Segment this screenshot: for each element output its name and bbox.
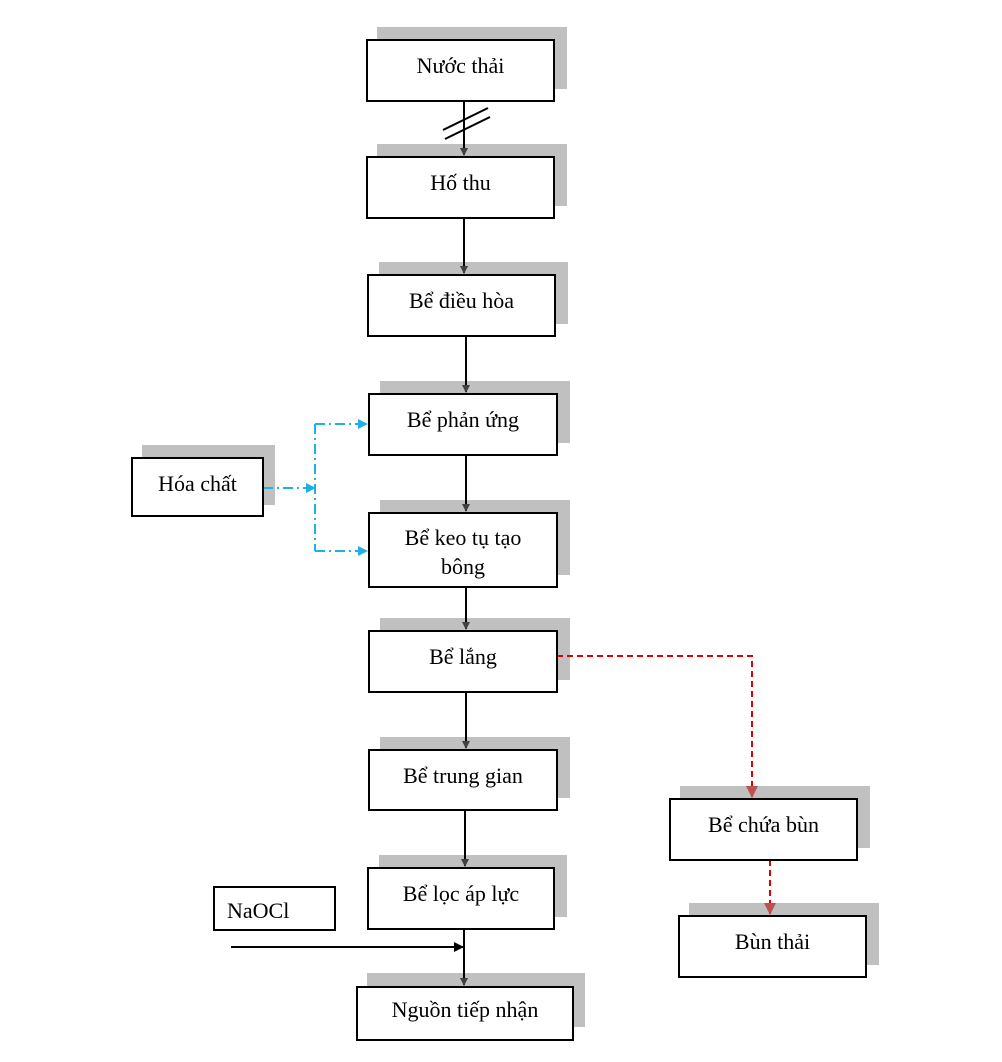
node-nguon-tiep-nhan: Nguồn tiếp nhận	[356, 986, 574, 1041]
node-naocl-label: NaOCl	[227, 898, 290, 923]
node-naocl: NaOCl	[213, 886, 336, 931]
break-mark-1	[442, 107, 489, 131]
node-nuoc-thai-label: Nước thải	[416, 53, 505, 78]
node-be-dieu-hoa: Bể điều hòa	[367, 274, 556, 337]
node-be-trung-gian: Bể trung gian	[368, 749, 558, 811]
node-be-keo-tu-tao-bong: Bể keo tụ tạo bông	[368, 512, 558, 588]
node-nuoc-thai: Nước thải	[366, 39, 555, 102]
node-be-loc-ap-luc-label: Bể lọc áp lực	[402, 881, 520, 906]
node-ho-thu-label: Hố thu	[430, 170, 491, 195]
break-mark-2	[444, 116, 491, 140]
node-bun-thai-label: Bùn thải	[734, 929, 811, 954]
node-be-keo-tu-label-line1: Bể keo tụ tạo	[404, 525, 522, 550]
node-ho-thu: Hố thu	[366, 156, 555, 219]
node-hoa-chat: Hóa chất	[131, 457, 264, 517]
node-be-chua-bun: Bể chứa bùn	[669, 798, 858, 861]
node-be-chua-bun-label: Bể chứa bùn	[708, 812, 819, 837]
node-bun-thai: Bùn thải	[678, 915, 867, 978]
node-be-keo-tu-label-line2: bông	[441, 554, 485, 579]
sludge-arrow-be-lang-to-be-chua-bun	[557, 655, 758, 798]
node-be-trung-gian-label: Bể trung gian	[403, 763, 523, 788]
node-be-lang: Bể lắng	[368, 630, 558, 693]
node-be-loc-ap-luc: Bể lọc áp lực	[367, 867, 555, 930]
node-be-phan-ung: Bể phản ứng	[368, 393, 558, 456]
node-hoa-chat-label: Hóa chất	[158, 471, 237, 496]
node-be-dieu-hoa-label: Bể điều hòa	[408, 288, 515, 313]
node-be-phan-ung-label: Bể phản ứng	[406, 407, 520, 432]
node-nguon-tiep-nhan-label: Nguồn tiếp nhận	[391, 997, 539, 1022]
node-be-lang-label: Bể lắng	[429, 644, 497, 669]
